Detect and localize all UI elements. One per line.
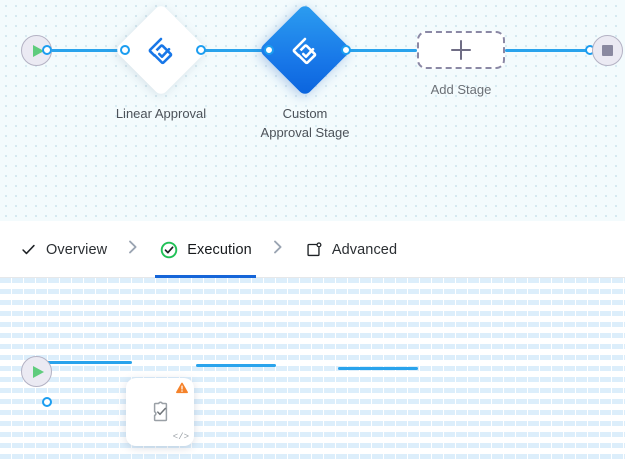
- edge-start-to-custom-approval: [47, 361, 132, 364]
- step-start-node[interactable]: [21, 356, 52, 387]
- puzzle-check-icon: [126, 378, 194, 446]
- tab-overview[interactable]: Overview: [14, 221, 111, 278]
- port-custom-approval-stage-in[interactable]: [264, 45, 274, 55]
- plus-icon: [451, 40, 471, 60]
- code-badge-icon: </>: [172, 432, 189, 442]
- stage-label-custom-approval-stage: Custom Approval Stage: [260, 106, 350, 140]
- stage-end-node[interactable]: [592, 35, 623, 66]
- edge-add-stage-to-end: [505, 49, 590, 52]
- play-icon: [32, 365, 44, 378]
- check-icon: [18, 240, 38, 260]
- approval-diamond-check-icon: [290, 35, 320, 65]
- edge-start-to-linear-approval: [47, 49, 124, 52]
- tab-separator-1: [111, 221, 155, 278]
- port-linear-approval-out[interactable]: [196, 45, 206, 55]
- settings-box-icon: [304, 240, 324, 260]
- warning-triangle-icon: [175, 381, 189, 395]
- stage-node-custom-approval-stage[interactable]: [258, 3, 352, 97]
- port-custom-approval-stage-out[interactable]: [341, 45, 351, 55]
- edge-custom-approval-to-add-stage: [345, 49, 417, 52]
- approval-diamond-check-icon: [146, 35, 176, 65]
- edge-add-step-to-end: [338, 367, 418, 370]
- stage-node-linear-approval[interactable]: [114, 3, 208, 97]
- step-flow-canvas[interactable]: </> Custom Approval Add Step: [0, 278, 625, 461]
- add-stage-button[interactable]: [417, 31, 505, 69]
- tab-execution[interactable]: Execution: [155, 221, 256, 278]
- play-icon: [32, 44, 44, 57]
- chevron-right-icon: [271, 238, 285, 261]
- stop-icon: [602, 45, 613, 56]
- tab-advanced[interactable]: Advanced: [300, 221, 401, 278]
- tabs-row: Overview Execution: [14, 221, 401, 278]
- stage-label-linear-approval: Linear Approval: [115, 106, 207, 121]
- port-linear-approval-in[interactable]: [120, 45, 130, 55]
- tab-overview-label: Overview: [46, 241, 108, 258]
- edge-linear-to-custom-approval: [200, 49, 270, 52]
- step-node-custom-approval[interactable]: </>: [126, 378, 194, 446]
- port-start-out[interactable]: [42, 45, 52, 55]
- tab-separator-2: [256, 221, 300, 278]
- check-circle-green-icon: [159, 240, 179, 260]
- port-step-start-out[interactable]: [42, 397, 52, 407]
- tab-advanced-label: Advanced: [331, 241, 398, 258]
- add-stage-label: Add Stage: [430, 82, 492, 97]
- tab-execution-label: Execution: [187, 241, 252, 258]
- pipeline-section-tabs: Overview Execution: [0, 221, 625, 278]
- stage-flow-canvas[interactable]: Linear Approval Custom Approval Stage Ad…: [0, 0, 625, 221]
- edge-custom-approval-to-add-step: [196, 364, 276, 367]
- chevron-right-icon: [126, 238, 140, 261]
